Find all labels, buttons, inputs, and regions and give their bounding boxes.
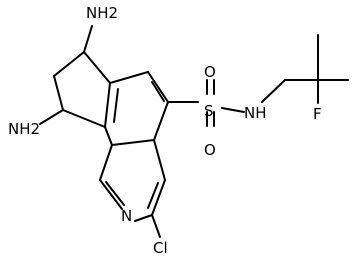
sulfur-label: S xyxy=(204,102,214,120)
oxygen-label-bottom: O xyxy=(204,141,216,159)
bond xyxy=(53,51,85,77)
bond xyxy=(153,101,169,141)
bond xyxy=(151,179,166,216)
bond xyxy=(153,139,166,181)
bond xyxy=(104,82,111,128)
amine-label-top: NH2 xyxy=(86,4,118,22)
sulfonamide-nh-label: NH xyxy=(244,104,267,122)
bond xyxy=(151,81,165,102)
bond xyxy=(221,107,245,113)
fluorine-label: F xyxy=(313,105,322,123)
bond xyxy=(105,181,125,206)
chlorine-label: Cl xyxy=(153,239,168,257)
bond xyxy=(53,75,64,111)
bond xyxy=(111,139,155,146)
ring-nitrogen-label: N xyxy=(121,207,132,225)
bond xyxy=(261,79,286,103)
bond xyxy=(147,182,159,209)
bonds xyxy=(39,25,349,238)
bond xyxy=(99,179,123,210)
bond xyxy=(83,25,93,53)
atom-labels: NH2 NH2 O S O NH F N Cl xyxy=(8,4,322,257)
bond xyxy=(113,88,119,123)
oxygen-label-top: O xyxy=(204,63,216,81)
bond xyxy=(109,71,149,84)
bond xyxy=(99,144,113,181)
bond xyxy=(147,71,169,103)
amine-label-left: NH2 xyxy=(8,120,40,138)
bond xyxy=(62,109,106,128)
bond xyxy=(134,214,153,222)
bond xyxy=(83,51,111,84)
bond xyxy=(39,109,64,125)
bond xyxy=(104,126,113,146)
bond xyxy=(151,214,161,238)
